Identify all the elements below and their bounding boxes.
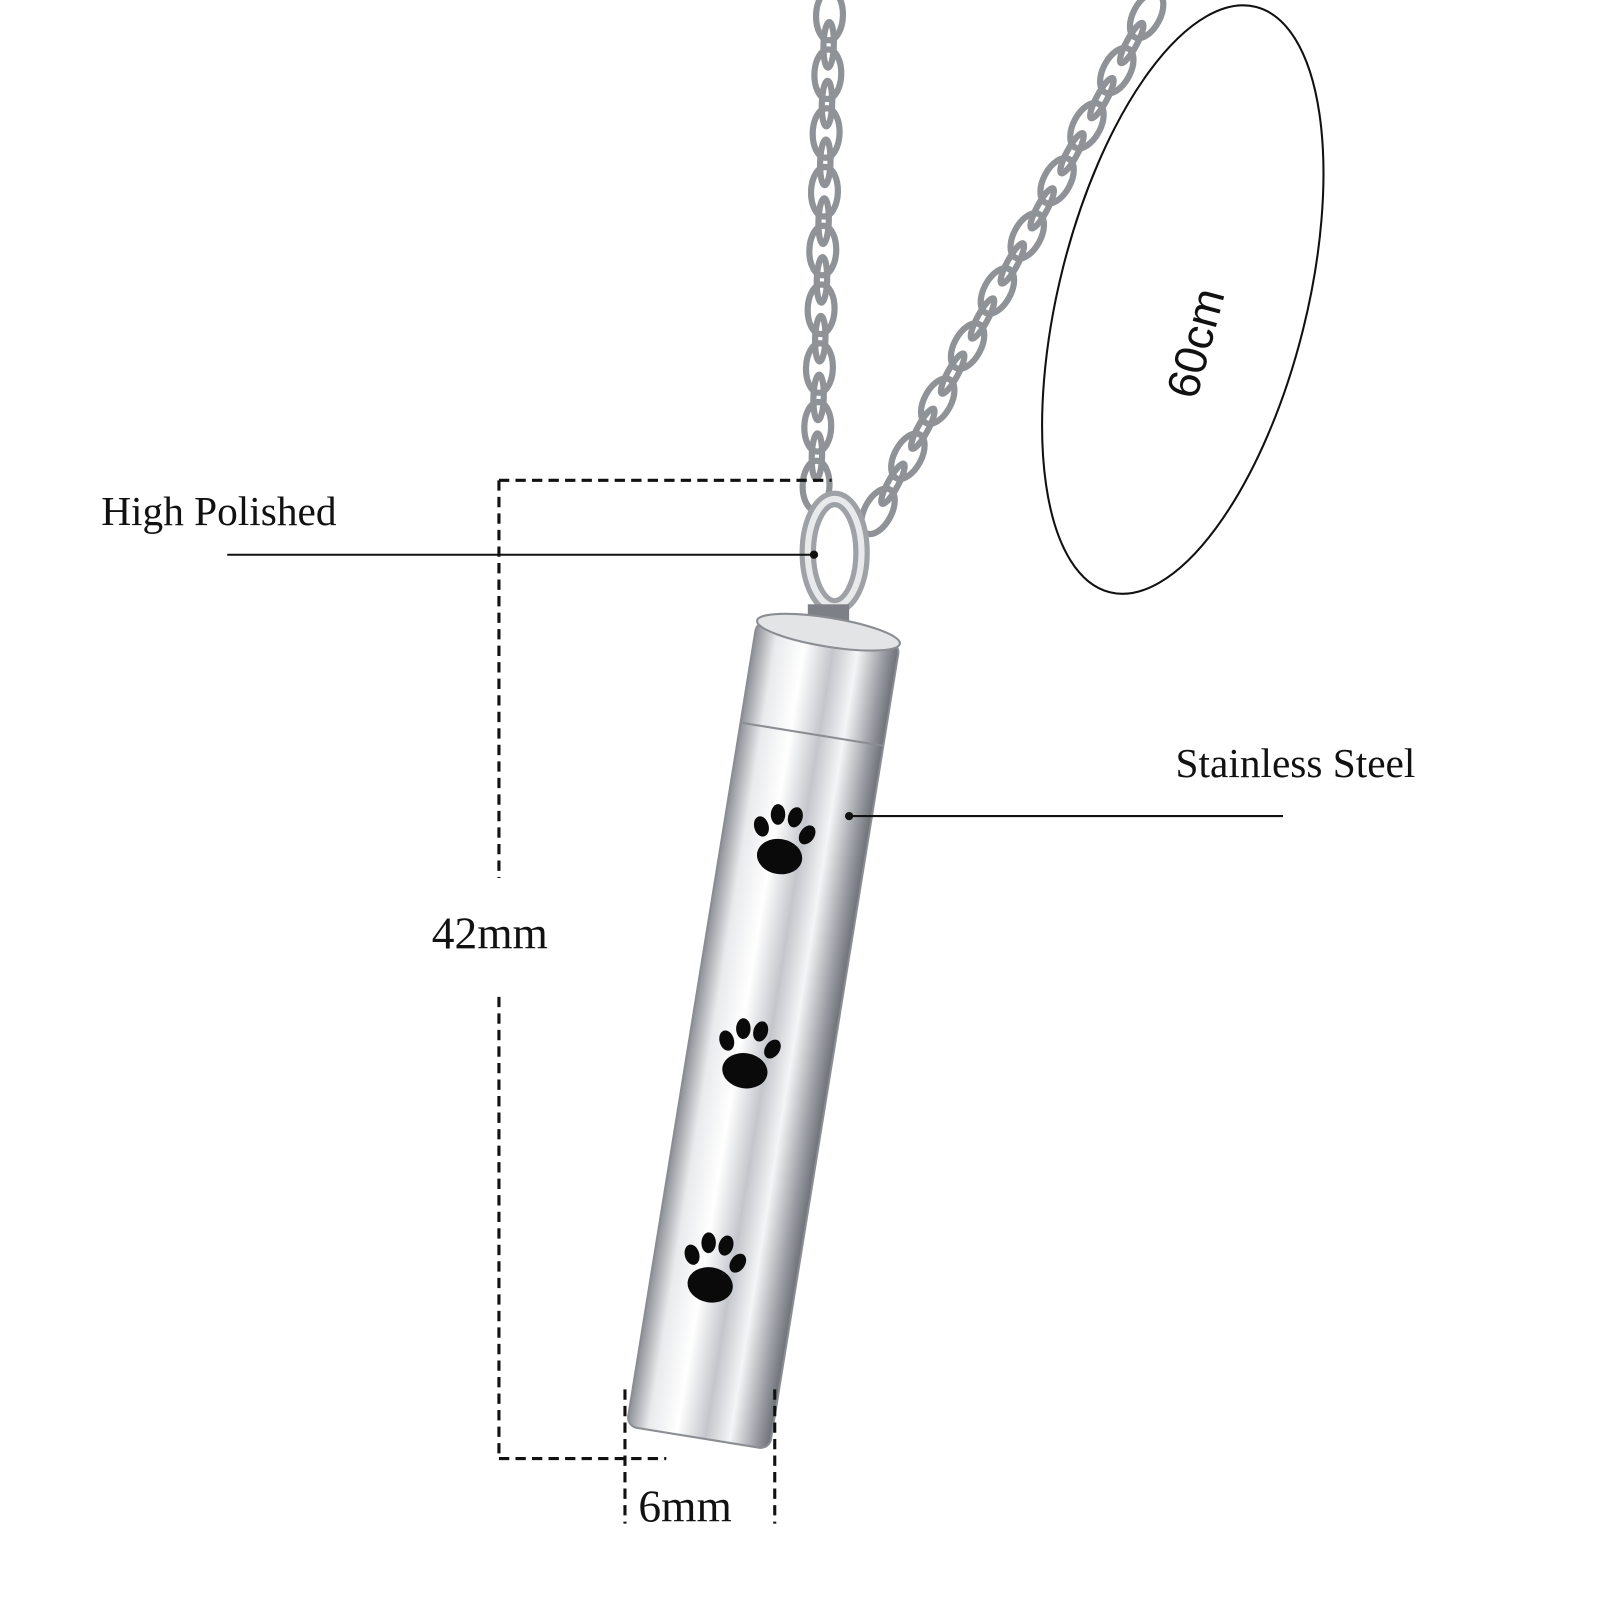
chain-link bbox=[809, 105, 843, 161]
pendant-cylinder bbox=[627, 612, 901, 1449]
chain-link bbox=[806, 222, 840, 279]
chain-link bbox=[804, 281, 838, 338]
chain-link bbox=[1096, 44, 1137, 97]
chain-link bbox=[937, 350, 968, 397]
chain-link bbox=[947, 320, 988, 372]
chain-link bbox=[1067, 99, 1107, 152]
chain-link bbox=[1126, 0, 1167, 42]
chain-link bbox=[917, 375, 958, 427]
chain-link bbox=[812, 0, 847, 44]
chain-link bbox=[820, 19, 837, 71]
width-label: 6mm bbox=[638, 1481, 731, 1532]
chain-link bbox=[811, 46, 845, 103]
chain-length-ellipse bbox=[1041, 4, 1325, 595]
chain-link bbox=[1037, 154, 1077, 207]
chain-link bbox=[1057, 129, 1087, 177]
length-label: 42mm bbox=[432, 907, 548, 958]
chain-link bbox=[888, 430, 928, 483]
chain-link bbox=[807, 163, 842, 220]
chain-link bbox=[816, 136, 834, 189]
chain-link bbox=[1116, 19, 1147, 67]
chain-length-label: 60cm bbox=[1157, 283, 1235, 404]
chain-link bbox=[818, 77, 836, 130]
chain-link bbox=[967, 295, 998, 342]
chain-link bbox=[907, 405, 938, 452]
chain-link bbox=[1087, 74, 1117, 122]
chain-link bbox=[813, 254, 831, 306]
necklace-chain bbox=[799, 0, 1167, 538]
chain-link bbox=[1027, 185, 1058, 232]
chain-link bbox=[810, 371, 827, 424]
chain-link bbox=[815, 195, 832, 247]
leader-lines bbox=[227, 550, 1283, 821]
high-polished-label: High Polished bbox=[101, 488, 337, 534]
chain-link bbox=[878, 460, 908, 508]
dimension-lines bbox=[497, 478, 832, 1524]
chain-link bbox=[802, 340, 836, 396]
stainless-steel-label: Stainless Steel bbox=[1176, 740, 1416, 786]
chain-link bbox=[801, 398, 835, 455]
chain-link bbox=[808, 430, 826, 482]
chain-link bbox=[977, 265, 1018, 317]
chain-link bbox=[1007, 210, 1048, 262]
chain-link bbox=[811, 312, 829, 365]
chain-link bbox=[997, 240, 1028, 287]
